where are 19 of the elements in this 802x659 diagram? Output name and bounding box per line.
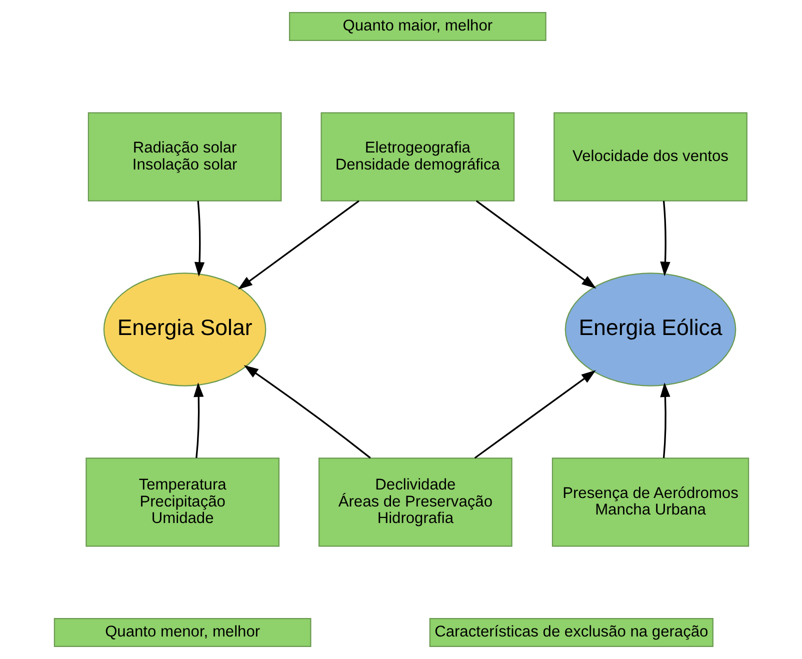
- arrow: [193, 382, 204, 458]
- arrow: [243, 365, 370, 459]
- node-box: Quanto maior, melhor: [288, 12, 546, 41]
- arrow: [237, 200, 359, 290]
- node-box: Temperatura Precipitação Umidade: [85, 458, 279, 547]
- node-ellipse: Energia Solar: [102, 272, 266, 386]
- node-box: Velocidade dos ventos: [553, 112, 747, 202]
- node-box: Radiação solar Insolação solar: [87, 112, 282, 202]
- node-box: Eletrogeografia Densidade demográfica: [320, 112, 514, 202]
- node-box: Declividade Áreas de Preservação Hidrografia: [318, 458, 512, 547]
- node-box: Presença de Aeródromos Mancha Urbana: [551, 458, 749, 547]
- arrow: [660, 200, 670, 276]
- arrow: [194, 200, 204, 277]
- arrow: [474, 370, 596, 459]
- arrow: [475, 200, 596, 289]
- node-box: Quanto menor, melhor: [53, 618, 311, 648]
- node-ellipse: Energia Eólica: [564, 272, 736, 386]
- arrow: [660, 382, 670, 458]
- node-box: Características de exclusão na geração: [428, 618, 713, 648]
